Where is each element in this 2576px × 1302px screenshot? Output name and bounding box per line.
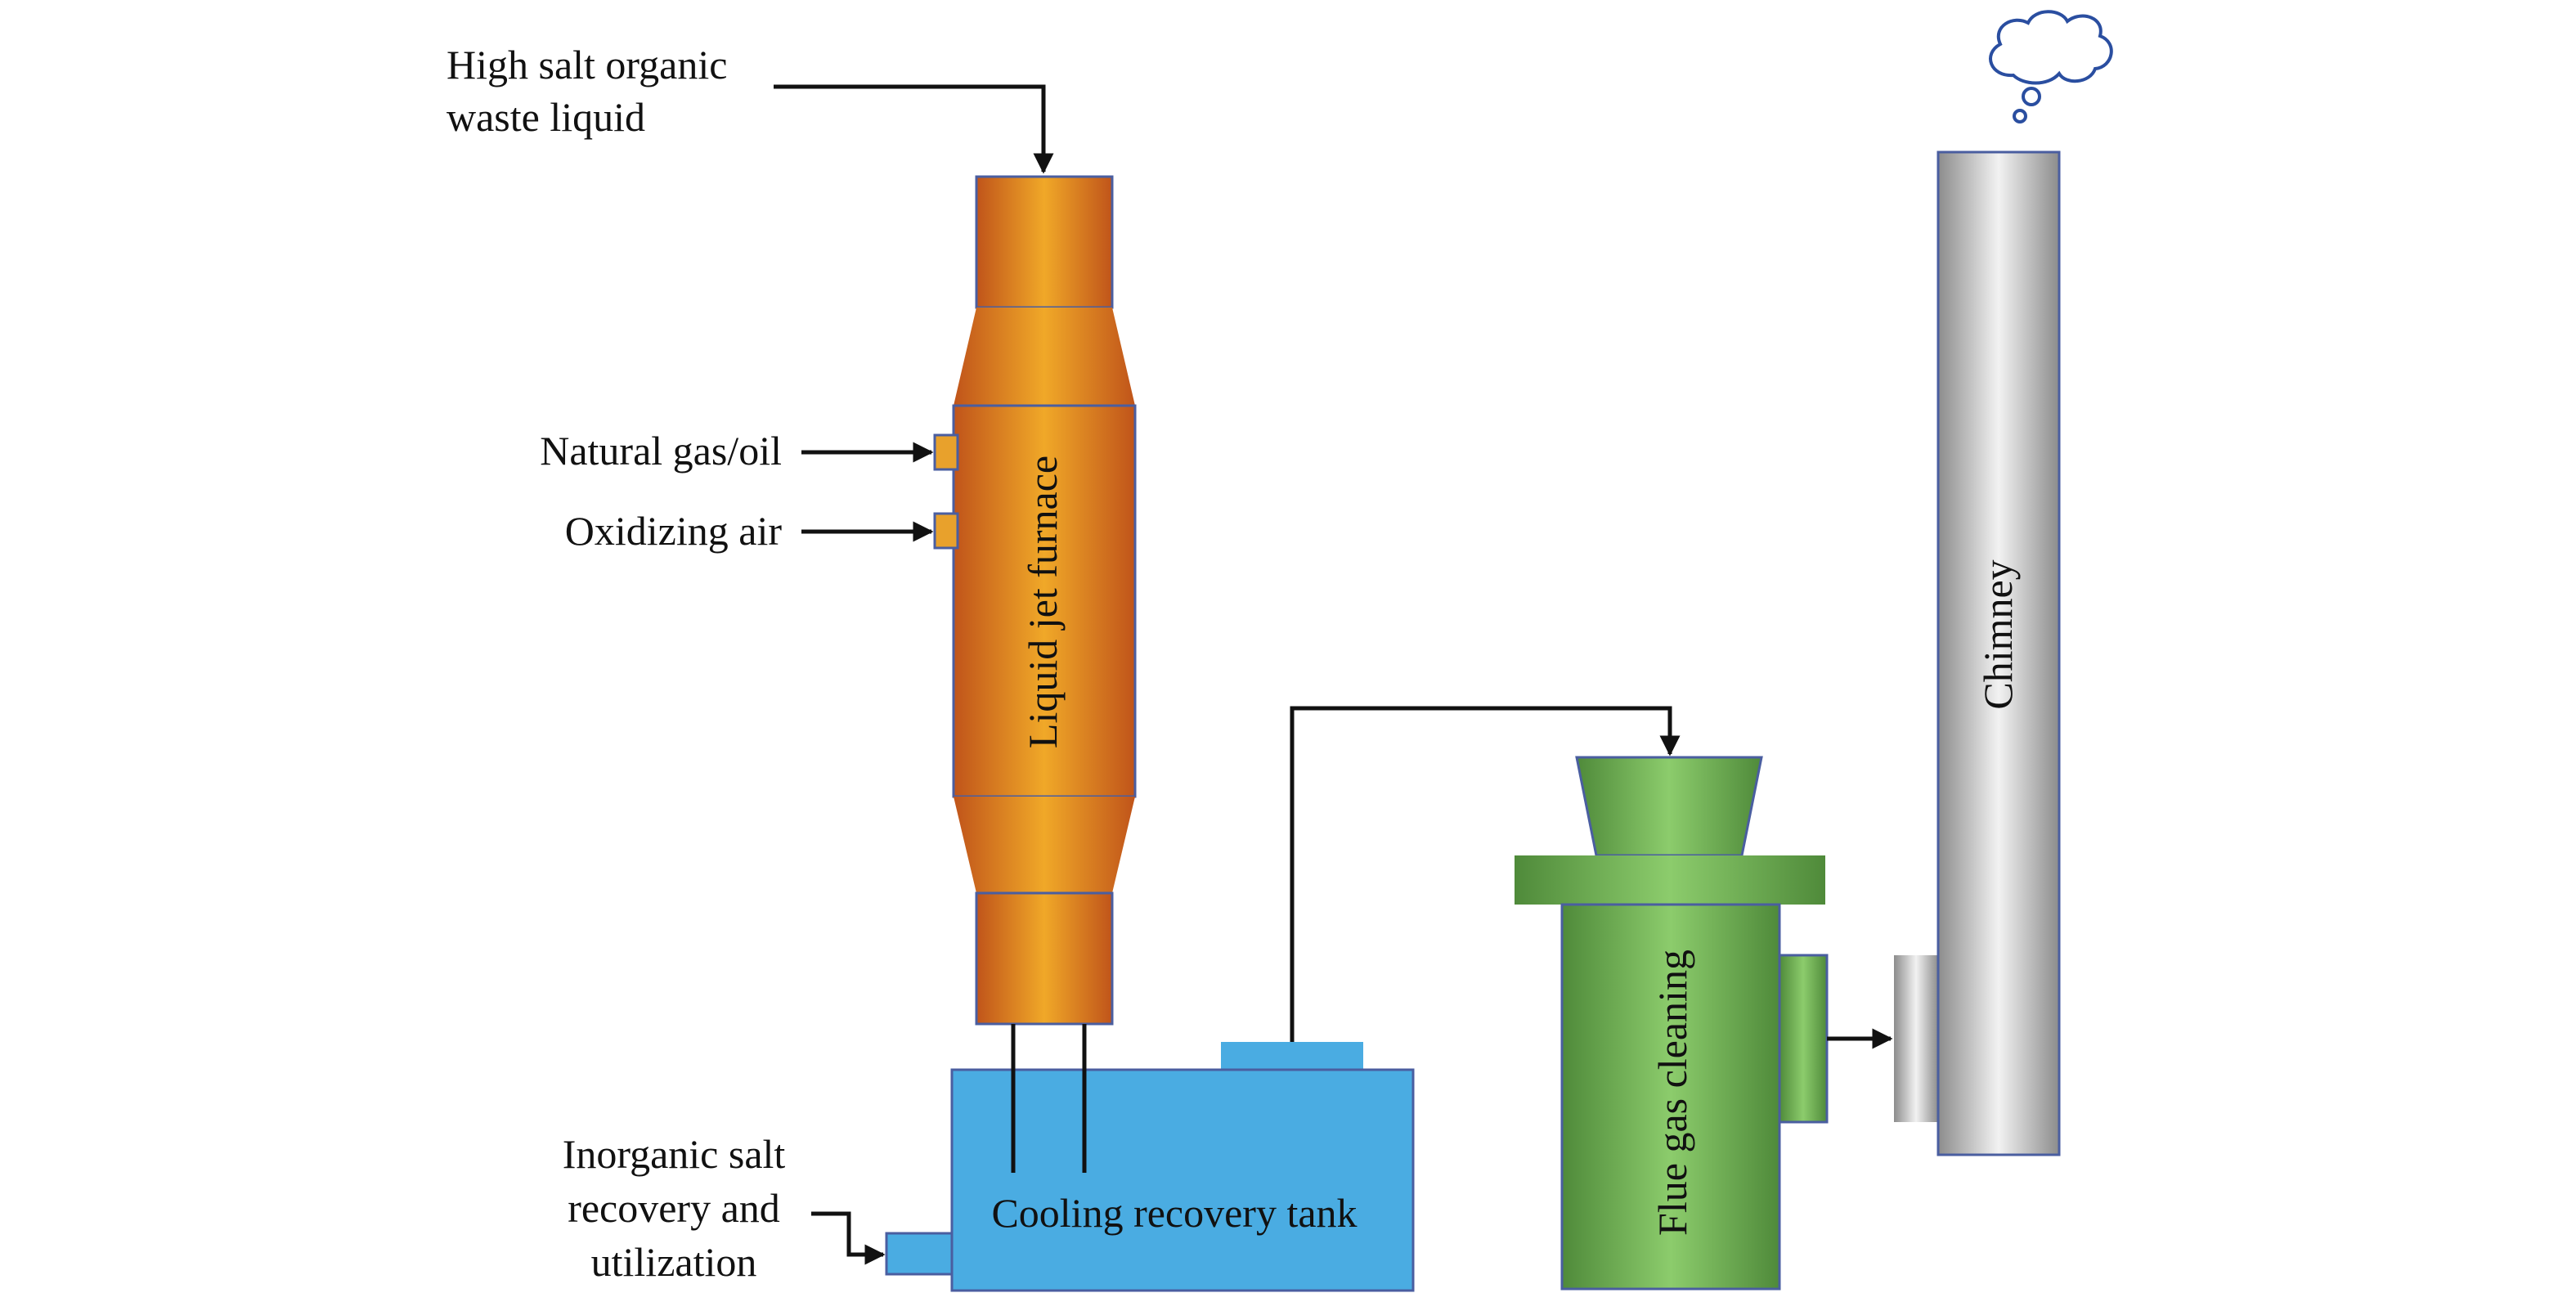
cleaner-label: Flue gas cleaning xyxy=(1649,950,1695,1236)
salt-label-line3: utilization xyxy=(591,1239,757,1285)
smoke-cloud-icon xyxy=(1989,10,2113,123)
flow-arrows xyxy=(774,84,1893,1265)
salt-label-line1: Inorganic salt xyxy=(563,1131,786,1177)
chimney: Chimney xyxy=(1894,150,2061,1156)
salt-arrow xyxy=(811,1211,886,1265)
fuel-inlet-port xyxy=(933,433,959,471)
cooling-recovery-tank: Cooling recovery tank xyxy=(885,1042,1415,1292)
feed-label-line2: waste liquid xyxy=(447,94,645,140)
salt-label-line2: recovery and xyxy=(568,1185,780,1231)
air-label: Oxidizing air xyxy=(565,508,783,554)
gas-to-cleaner-arrow xyxy=(1290,706,1681,1042)
liquid-jet-furnace: Liquid jet furnace xyxy=(933,175,1137,1026)
chimney-label: Chimney xyxy=(1975,559,2021,709)
tank-label: Cooling recovery tank xyxy=(991,1190,1357,1236)
feed-arrow xyxy=(774,84,1054,174)
flue-gas-cleaning-unit: Flue gas cleaning xyxy=(1515,756,1829,1291)
air-inlet-port xyxy=(933,512,959,550)
salt-outlet-port xyxy=(885,1232,954,1276)
chimney-inlet-port xyxy=(1894,955,1938,1122)
cleaner-outlet-port xyxy=(1778,954,1829,1124)
feed-label-line1: High salt organic xyxy=(447,42,727,88)
furnace-label: Liquid jet furnace xyxy=(1020,456,1066,748)
fuel-label: Natural gas/oil xyxy=(540,428,782,474)
